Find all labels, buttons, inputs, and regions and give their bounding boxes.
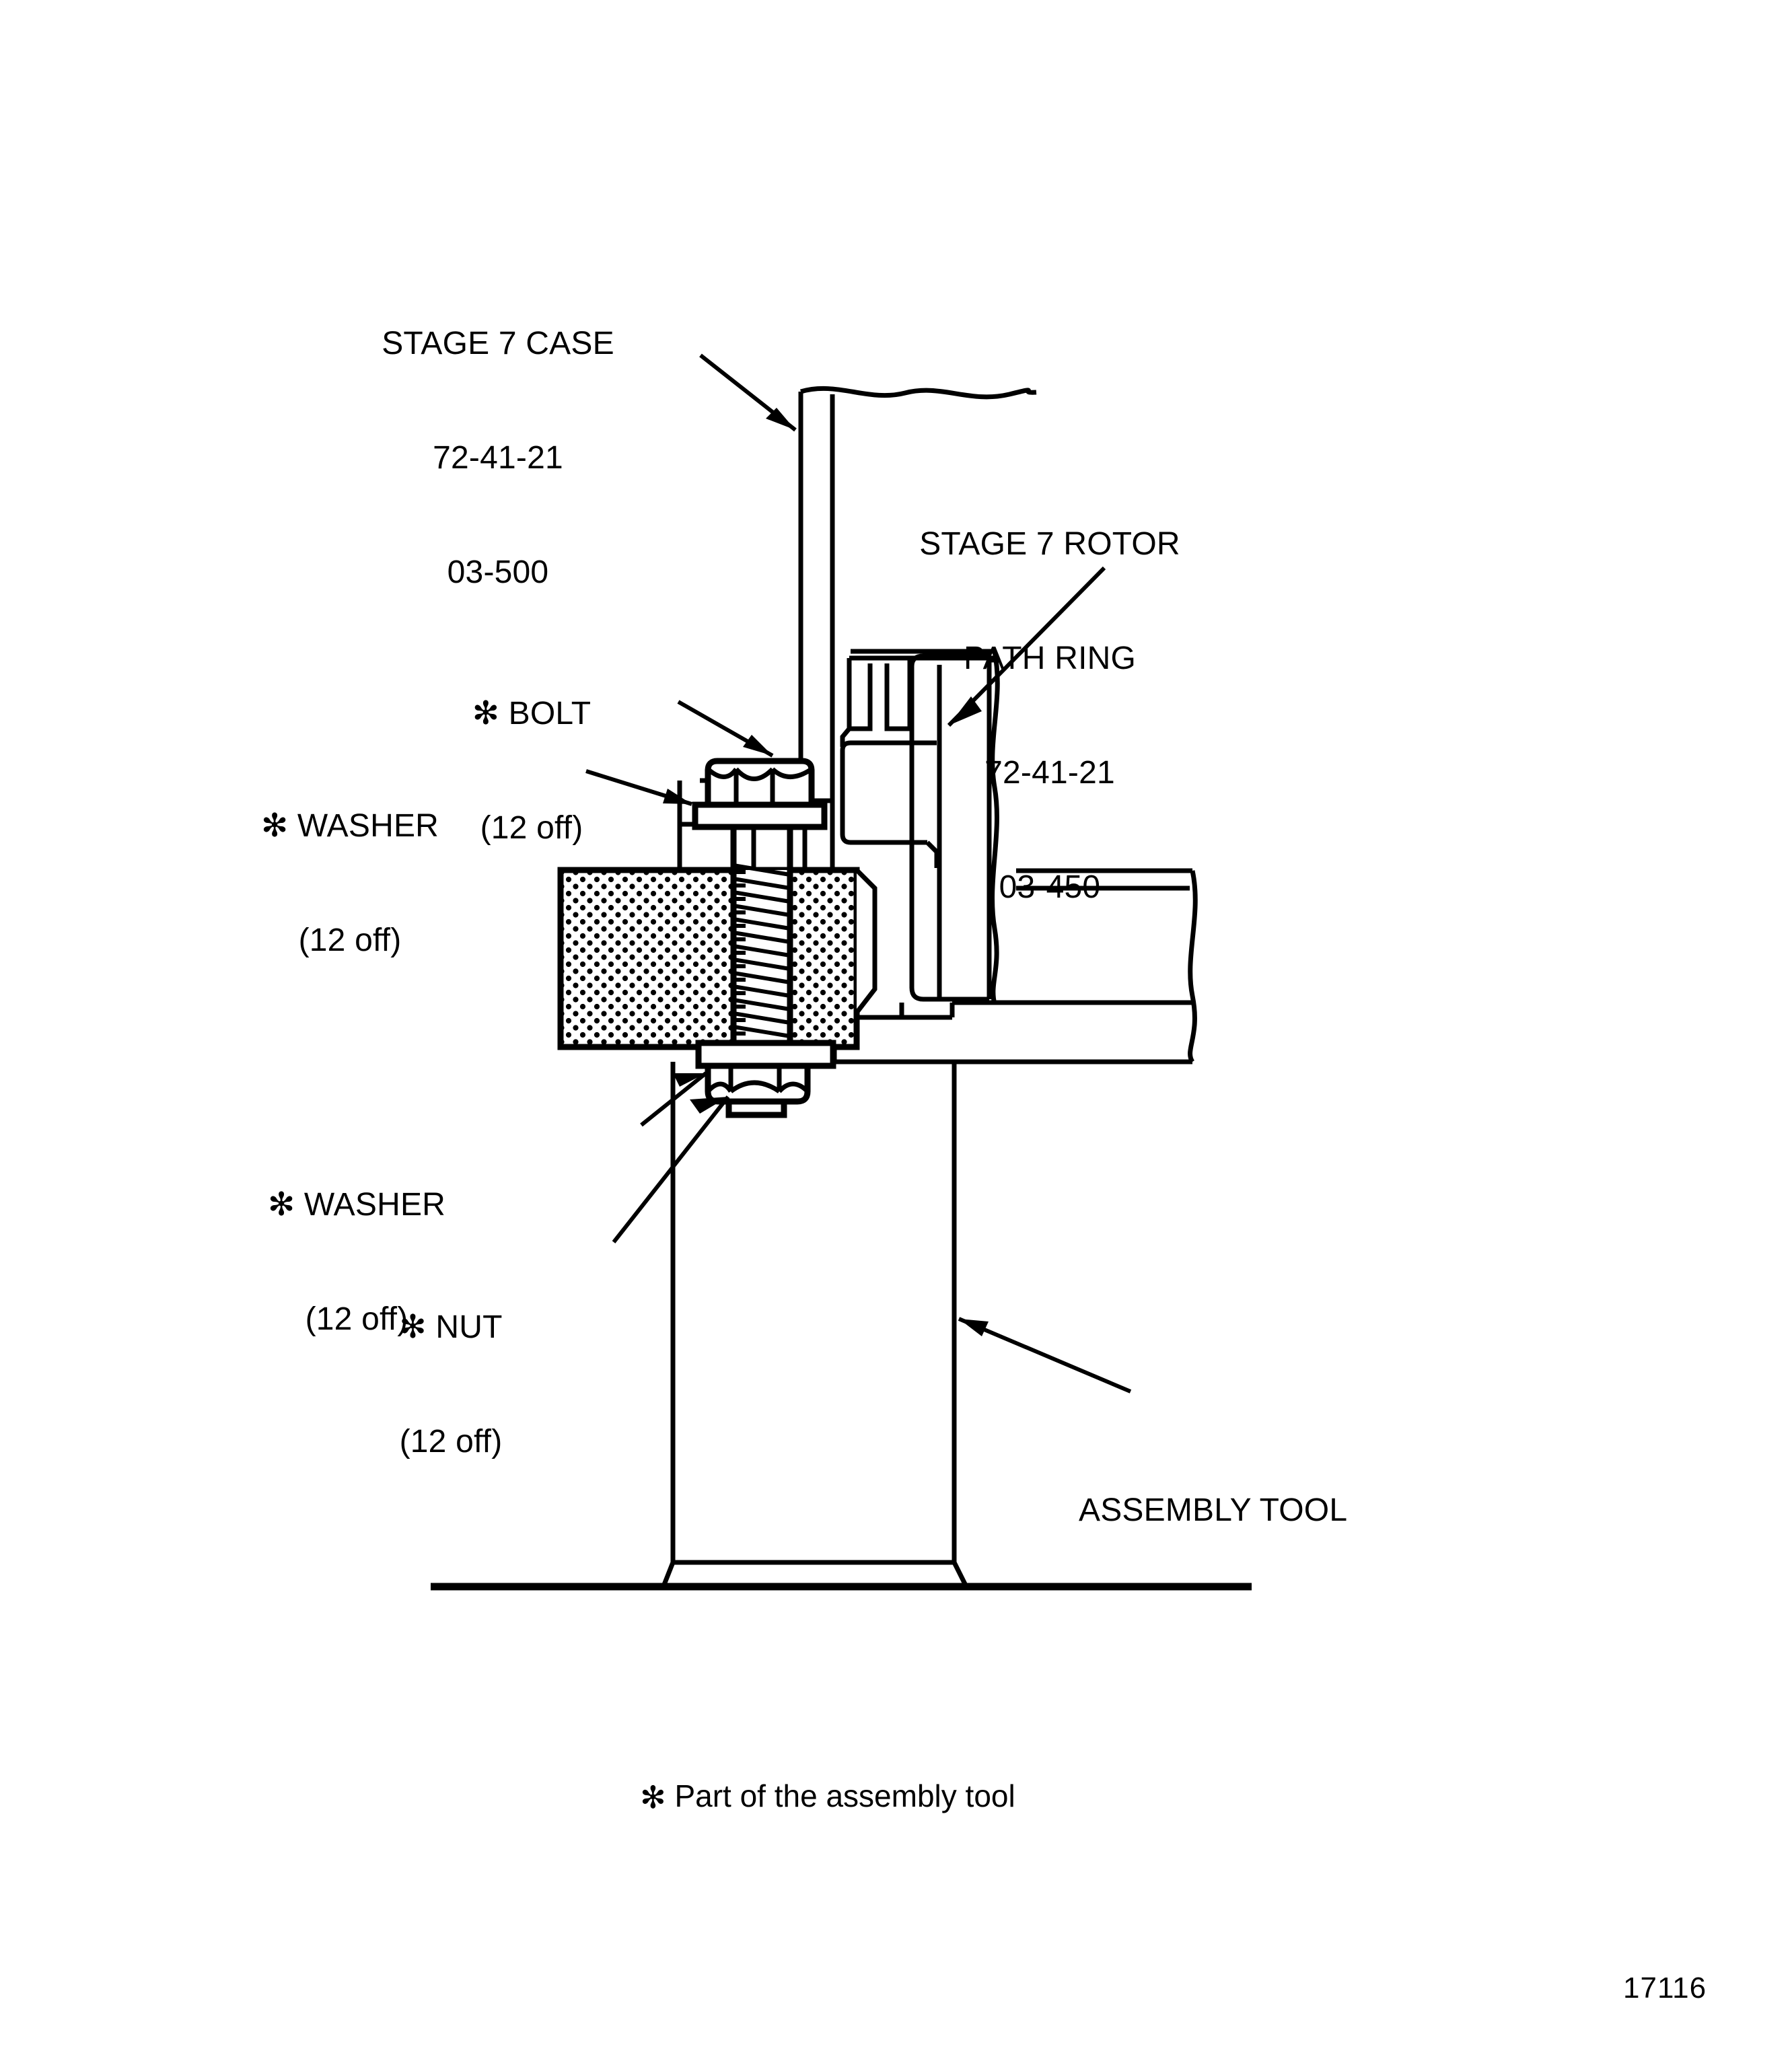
- footnote: ✻ Part of the assembly tool: [606, 1741, 1015, 1850]
- callout-washer-lower: ✻ WASHER (12 off): [222, 1110, 491, 1415]
- callout-bolt: ✻ BOLT (12 off): [404, 619, 659, 924]
- callout-stage-7-rotor-path-ring: STAGE 7 ROTOR PATH RING 72-41-21 03-450: [882, 449, 1218, 983]
- callout-line: STAGE 7 ROTOR: [919, 526, 1180, 563]
- callout-line: ASSEMBLY TOOL: [1079, 1492, 1348, 1529]
- callout-line: ✻ WASHER: [267, 1187, 446, 1223]
- callout-line: (12 off): [298, 923, 402, 959]
- nut-assembly: [695, 1040, 836, 1118]
- callout-line: 72-41-21: [984, 755, 1115, 791]
- callout-line: (12 off): [305, 1301, 408, 1338]
- callout-assembly-tool: ASSEMBLY TOOL: [1079, 1416, 1496, 1606]
- callout-line: PATH RING: [963, 641, 1137, 677]
- bolt-assembly: [692, 758, 828, 1047]
- callout-line: 72-41-21: [433, 440, 563, 476]
- figure-number: 17116: [1623, 1972, 1707, 2004]
- stage-7-rotor-path-ring-geometry: [851, 649, 1000, 1005]
- assembly-tool-clamp-block: [557, 867, 877, 1050]
- callout-line: 03-450: [999, 869, 1101, 905]
- callout-line: (12 off): [480, 810, 583, 846]
- callout-line: STAGE 7 CASE: [382, 326, 614, 362]
- callout-line: ✻ WASHER: [260, 808, 439, 844]
- washer-upper-geometry: [692, 801, 828, 830]
- footnote-text: Part of the assembly tool: [666, 1778, 1015, 1813]
- rotor-disc-arm: [832, 868, 1198, 1064]
- leader-lines: [585, 353, 1132, 1394]
- callout-stage-7-case: STAGE 7 CASE 72-41-21 03-500: [350, 249, 646, 668]
- callout-line: ✻ BOLT: [472, 696, 592, 732]
- assembly-tool-stem: [659, 1062, 971, 1591]
- stage-7-case-geometry: [798, 386, 1037, 782]
- callout-washer-upper: ✻ WASHER (12 off): [215, 731, 485, 1036]
- callout-line: ✻ NUT: [399, 1309, 503, 1346]
- thread-hatching: [733, 863, 791, 1038]
- asterisk-icon: ✻: [640, 1779, 666, 1815]
- washer-lower-geometry: [695, 1040, 836, 1069]
- callout-line: (12 off): [399, 1424, 503, 1460]
- callout-nut: ✻ NUT (12 off): [330, 1233, 572, 1538]
- callout-line: 03-500: [447, 554, 549, 590]
